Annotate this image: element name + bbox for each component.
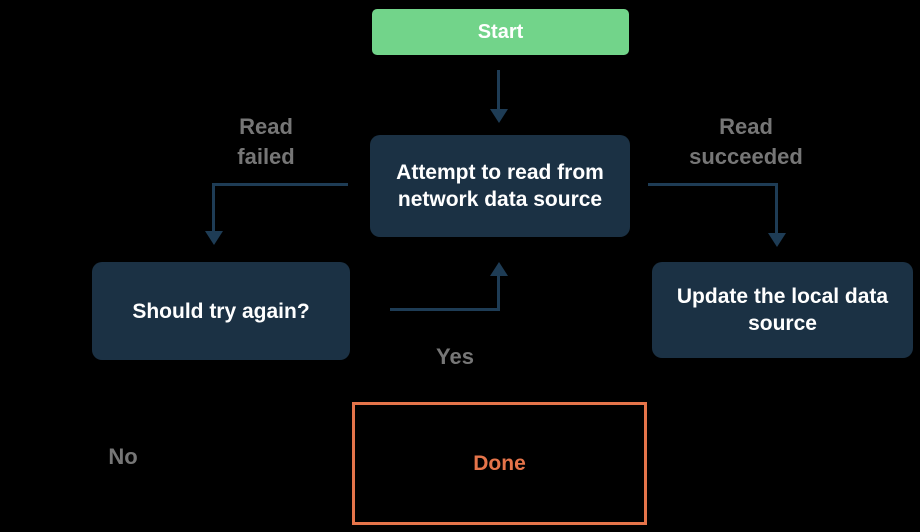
edge-label-read-succeeded: Read succeeded <box>689 114 803 169</box>
arrow-line <box>775 183 778 233</box>
node-start: Start <box>372 9 629 55</box>
node-should-try-again-label: Should try again? <box>132 299 310 323</box>
arrow-line <box>215 183 348 186</box>
edge-label-no: No <box>108 444 138 469</box>
arrowhead-down <box>205 231 223 245</box>
edge-label-read-failed: Read failed <box>237 114 295 169</box>
edge-label-yes: Yes <box>436 344 474 369</box>
node-done: Done <box>352 402 647 525</box>
arrow-line <box>212 183 215 231</box>
node-attempt-read: Attempt to read from network data source <box>370 135 630 237</box>
node-start-label: Start <box>477 20 524 43</box>
arrowhead-down <box>490 109 508 123</box>
node-should-try-again: Should try again? <box>92 262 350 360</box>
arrow-line <box>390 308 500 311</box>
arrow-line <box>497 276 500 311</box>
node-update-local-data: Update the local data source <box>652 262 913 358</box>
node-update-local-data-label: Update the local data source <box>676 285 889 335</box>
arrow-line <box>497 70 500 110</box>
node-done-label: Done <box>473 452 526 475</box>
arrow-line <box>648 183 778 186</box>
arrowhead-up <box>490 262 508 276</box>
node-attempt-read-label: Attempt to read from network data source <box>396 161 604 211</box>
arrowhead-down <box>768 233 786 247</box>
